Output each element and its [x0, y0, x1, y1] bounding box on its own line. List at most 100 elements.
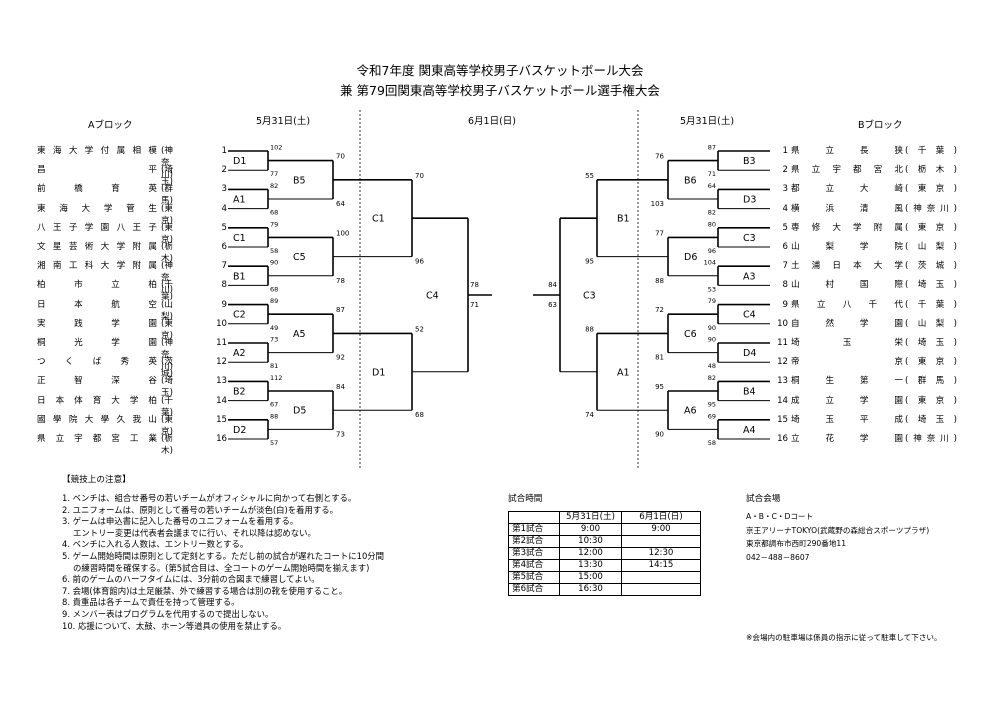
team-name: 横浜清風 — [791, 203, 903, 214]
parking-note: ※会場内の駐車場は係員の指示に従って駐車して下さい。 — [746, 633, 942, 642]
team-number: 9 — [221, 299, 227, 310]
match-label: A6 — [684, 406, 697, 417]
score: 70 — [415, 172, 424, 180]
team-number: 7 — [221, 261, 227, 272]
team-prefecture: (神奈川) — [161, 338, 173, 372]
schedule-header-cell: 6月1日(日) — [621, 511, 701, 524]
note-item: 10. 応援について、太鼓、ホーン等道具の使用を禁止する。 — [62, 620, 287, 631]
team-row-left: 県立宇都宮工業(栃木)16 — [37, 433, 227, 456]
team-prefecture: (千葉) — [161, 395, 173, 418]
score: 90 — [270, 259, 278, 267]
date-left: 5月31日(土) — [256, 116, 311, 127]
date-right: 5月31日(土) — [680, 116, 735, 127]
score: 58 — [270, 247, 278, 255]
match-label: A3 — [743, 271, 756, 282]
team-name: 土浦日本大学 — [791, 261, 903, 272]
team-number: 2 — [782, 165, 788, 176]
schedule-cell: 第1試合 — [508, 523, 560, 536]
team-prefecture: (東京) — [905, 222, 957, 233]
team-row-left: 日本航空(山梨)9 — [37, 299, 227, 322]
score: 73 — [270, 336, 278, 344]
score: 79 — [270, 220, 278, 228]
team-name: 帝京 — [791, 357, 903, 368]
team-number: 4 — [221, 203, 227, 214]
team-prefecture: (東京) — [161, 318, 173, 341]
schedule-cell: 第3試合 — [508, 547, 560, 560]
team-number: 2 — [221, 165, 227, 176]
score: 92 — [336, 354, 345, 362]
team-row-left: つくば秀英(茨城)12 — [37, 356, 227, 379]
team-row-left: 八王子学園八王子(東京)5 — [37, 222, 227, 245]
team-number: 15 — [216, 414, 227, 425]
team-prefecture: (千葉) — [905, 146, 957, 156]
score: 95 — [585, 258, 594, 266]
match-label: B1 — [617, 214, 630, 225]
score: 67 — [270, 401, 278, 409]
team-prefecture: (東京) — [905, 184, 957, 195]
team-number: 7 — [782, 261, 788, 272]
score: 90 — [655, 430, 664, 438]
team-row-left: 正智深谷(埼玉)13 — [37, 375, 227, 398]
score: 68 — [415, 411, 424, 419]
match-label: C6 — [684, 329, 697, 340]
match-label: C1 — [372, 214, 385, 225]
note-item: エントリー変更は代表者会議までに行い、それ以降は認めない。 — [62, 527, 316, 538]
match-label: B6 — [684, 175, 697, 186]
block-a-label: Aブロック — [88, 120, 133, 131]
score: 58 — [708, 439, 716, 447]
score: 87 — [336, 306, 345, 314]
score: 102 — [270, 144, 282, 152]
score: 77 — [655, 229, 664, 237]
match-label: A2 — [233, 348, 246, 359]
team-prefecture: (東京) — [161, 414, 173, 437]
team-name: 山梨学院 — [791, 242, 903, 252]
match-label: A4 — [743, 425, 756, 436]
score: 104 — [704, 259, 716, 267]
score: 72 — [655, 306, 664, 314]
match-label: C4 — [426, 291, 439, 302]
match-label: D6 — [684, 252, 697, 263]
team-prefecture: (東京) — [161, 222, 173, 245]
score: 71 — [708, 170, 716, 178]
schedule-cell: 12:00 — [559, 547, 622, 560]
match-label: D2 — [233, 425, 246, 436]
team-row-left: 東海大学菅生(東京)4 — [37, 203, 227, 226]
team-name: 東海大学付属相模 — [37, 146, 157, 156]
score: 63 — [548, 301, 557, 309]
team-row-left: 文星芸術大学附属(栃木)6 — [37, 241, 227, 264]
schedule-header-cell — [508, 511, 560, 524]
team-number: 3 — [782, 184, 788, 195]
note-item: 5. ゲーム開始時間は原則として定刻とする。ただし前の試合が遅れたコートに10分… — [62, 551, 385, 561]
team-number: 4 — [782, 203, 788, 214]
score: 96 — [708, 247, 716, 255]
match-label: C5 — [293, 252, 306, 263]
schedule-cell: 10:30 — [559, 535, 622, 548]
team-prefecture: (東京) — [161, 203, 173, 226]
note-item: 3. ゲームは申込書に記入した番号のユニフォームを着用する。 — [62, 516, 299, 527]
team-name: 桐生第一 — [791, 376, 903, 387]
score: 53 — [708, 285, 716, 293]
team-row-left: 柏市立柏(千葉)8 — [37, 279, 227, 302]
team-number: 1 — [782, 146, 788, 156]
team-number: 5 — [221, 222, 227, 233]
schedule-header-cell: 5月31日(土) — [559, 511, 622, 524]
team-number: 9 — [782, 299, 788, 310]
team-prefecture: (埼玉) — [905, 280, 957, 291]
team-name: 前橋育英 — [37, 184, 157, 195]
match-label: D3 — [743, 195, 756, 206]
team-prefecture: (栃木) — [161, 242, 173, 264]
score: 88 — [655, 277, 664, 285]
